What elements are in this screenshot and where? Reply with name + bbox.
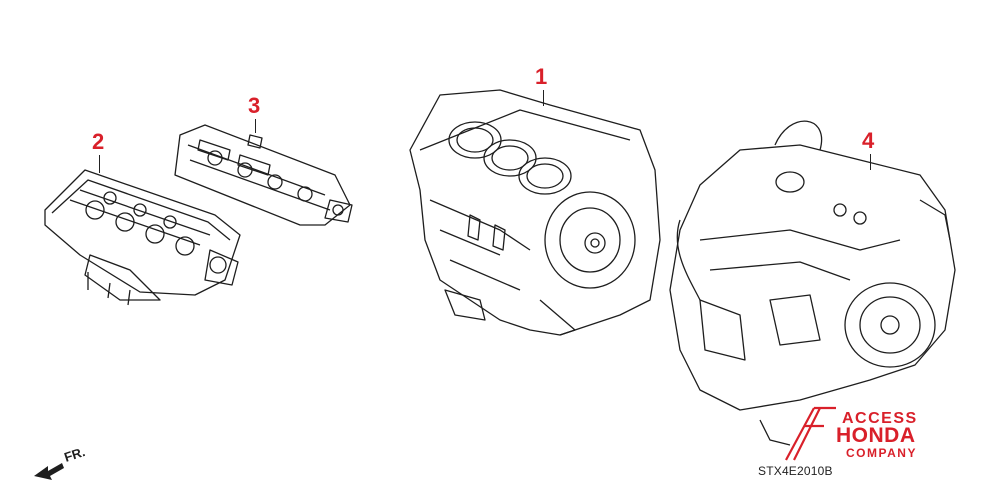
callout-1-leader-line [543,90,544,106]
front-direction-indicator: FR. [34,446,87,480]
front-arrow-icon [34,463,64,480]
transmission-drawing[interactable] [669,120,956,446]
access-honda-logo: ACCESS HONDA COMPANY [785,406,918,461]
logo-line-3: COMPANY [846,446,917,460]
cylinder-head-front-drawing[interactable] [44,169,241,306]
engine-block-drawing[interactable] [409,89,661,336]
logo-mark-icon [785,406,836,461]
logo-line-1: ACCESS [842,410,918,427]
callout-3-leader-line [255,119,256,133]
callout-4[interactable]: 4 [862,128,875,153]
callout-3[interactable]: 3 [248,93,261,118]
cylinder-head-rear-drawing[interactable] [174,124,353,226]
logo-line-2: HONDA [836,424,916,447]
callout-1[interactable]: 1 [535,64,548,89]
callout-2-leader-line [99,155,100,173]
diagram-code: STX4E2010B [758,464,833,478]
front-direction-label: FR. [62,446,87,465]
callout-2[interactable]: 2 [92,129,105,154]
callout-4-leader-line [870,154,871,170]
